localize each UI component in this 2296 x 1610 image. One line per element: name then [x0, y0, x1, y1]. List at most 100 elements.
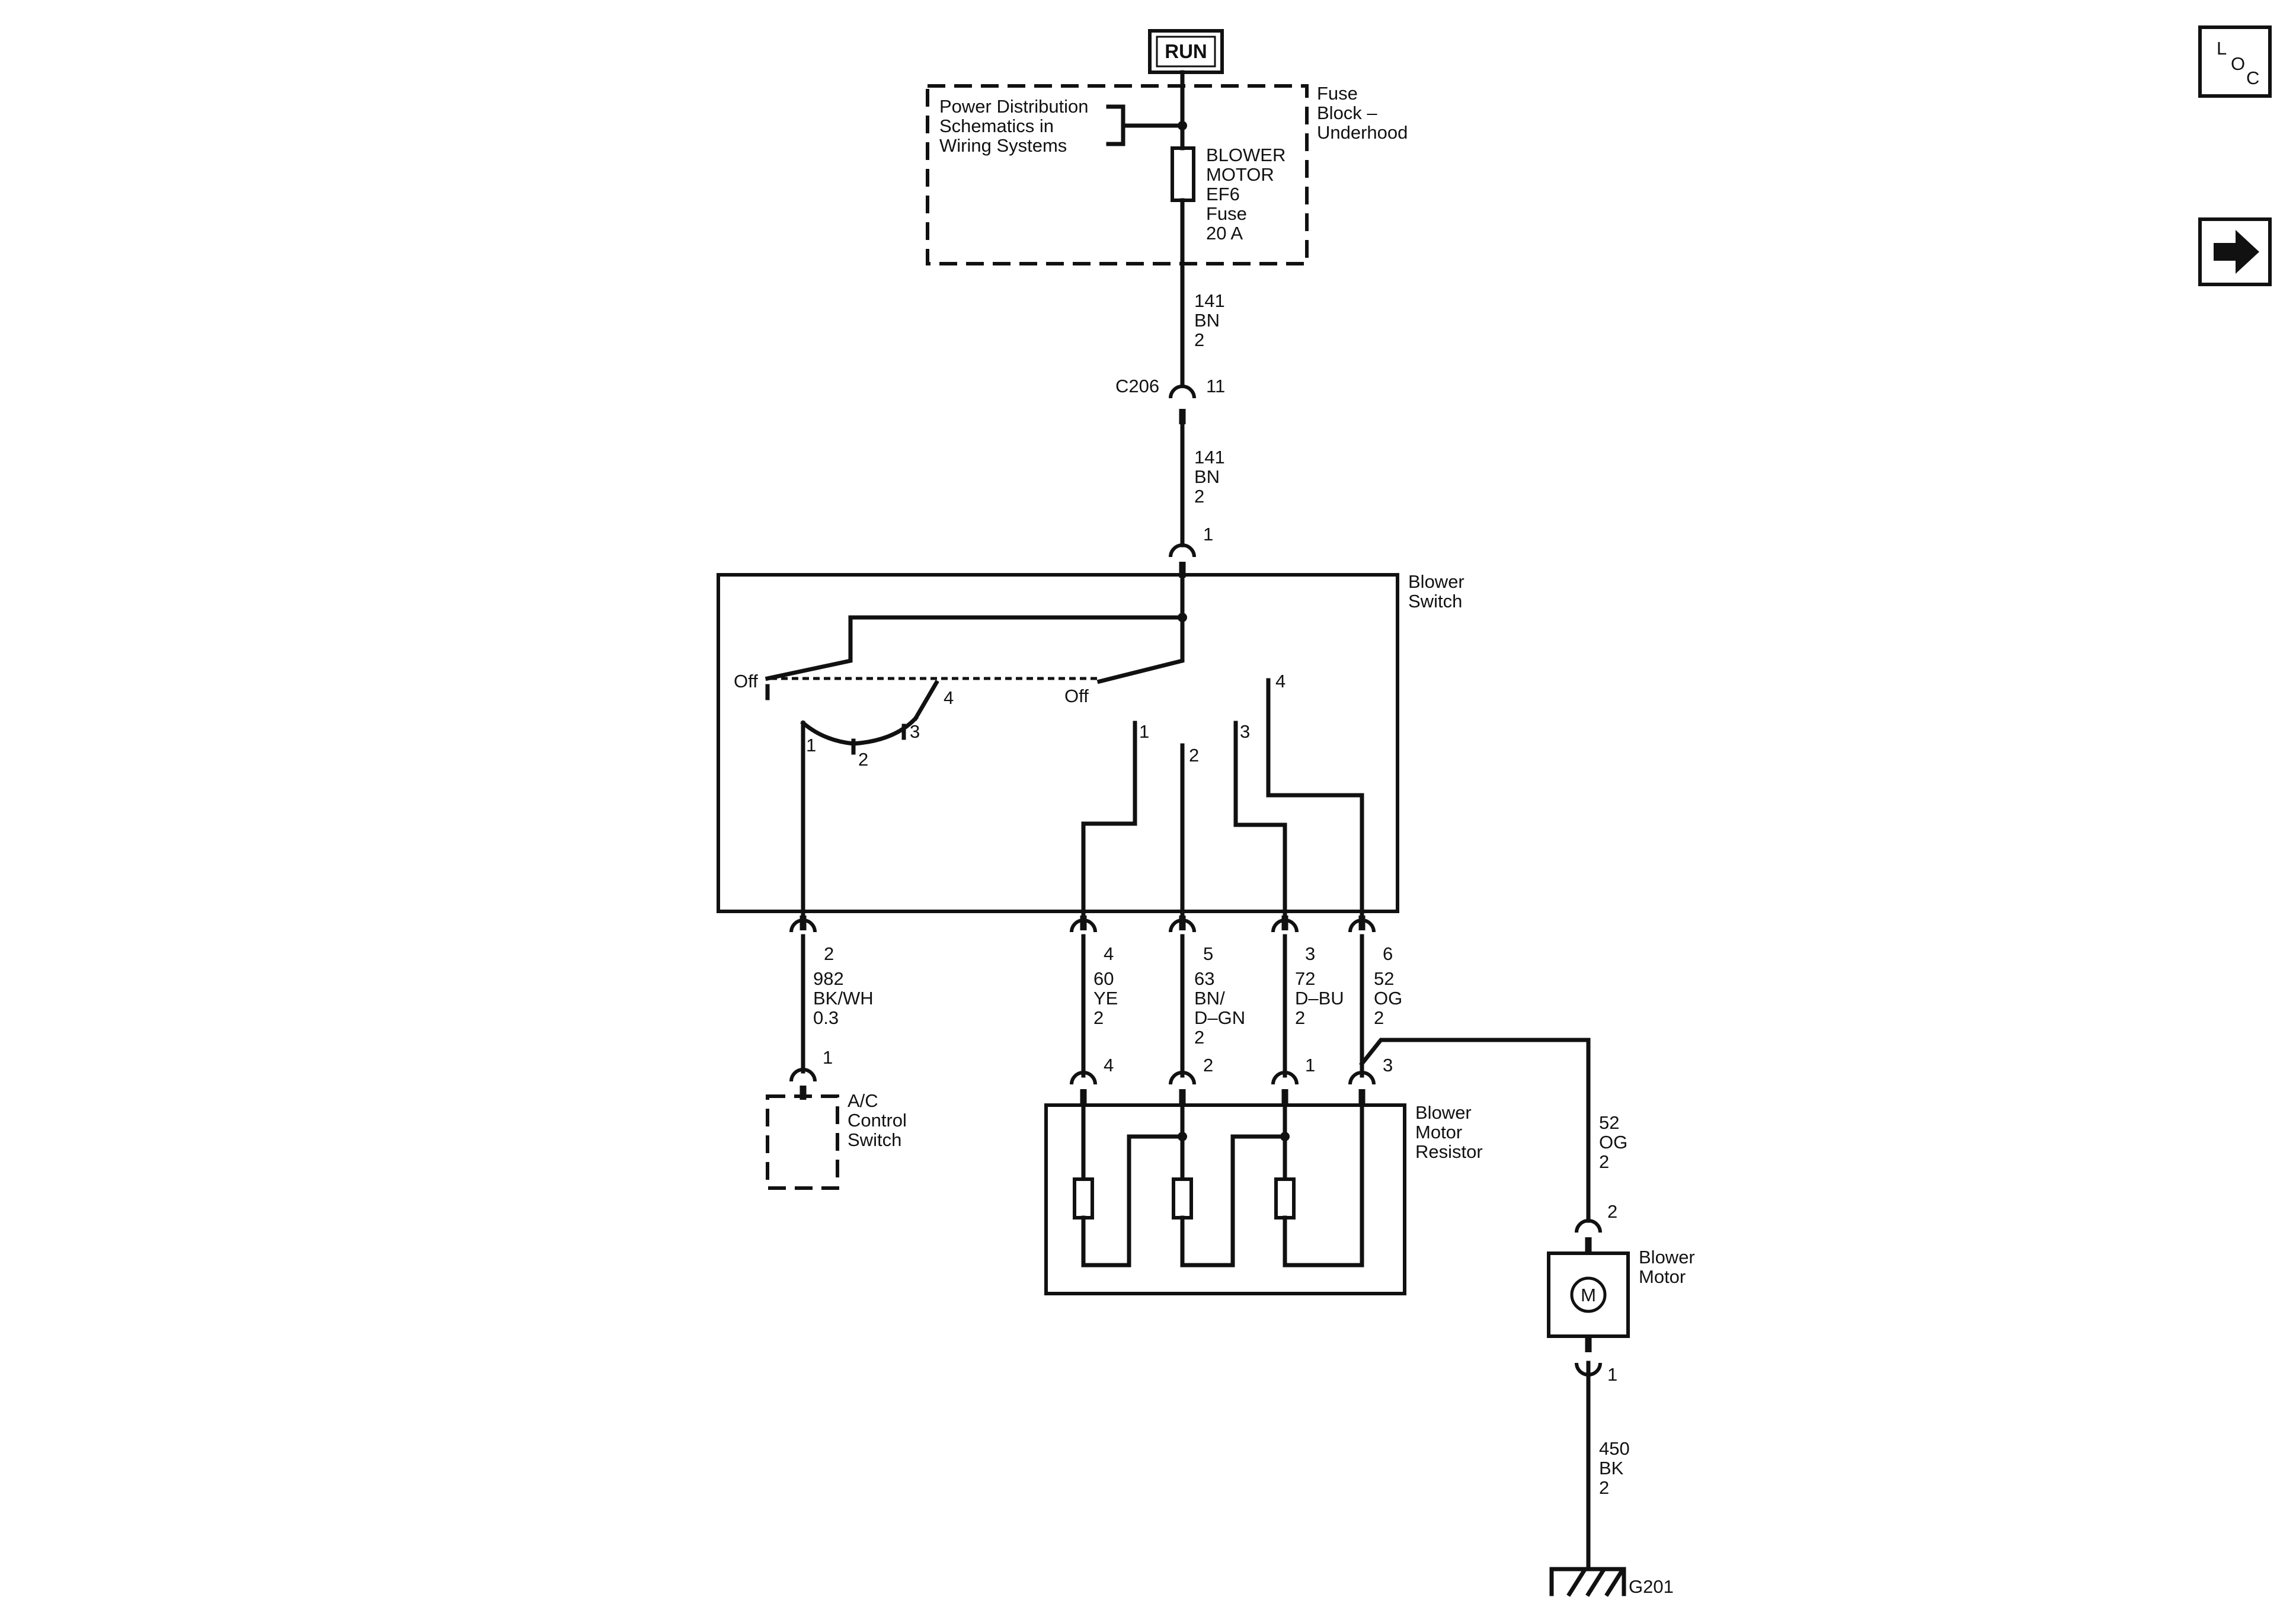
svg-text:3: 3	[1240, 721, 1250, 742]
svg-text:2: 2	[1374, 1007, 1384, 1028]
fuse-label-2: MOTOR	[1206, 164, 1274, 185]
wire-72-dbu: 72 D–BU 2	[1283, 934, 1344, 1078]
blower-motor-pin-bottom: 1	[1607, 1364, 1617, 1385]
ground-g201: G201	[1549, 1567, 1674, 1597]
wire-450-bk: 450 BK 2	[1586, 1361, 1630, 1571]
svg-text:4: 4	[944, 687, 954, 708]
right-arrow-icon	[2214, 230, 2259, 274]
fuse-ef6-symbol	[1171, 146, 1195, 202]
blower-switch-title-2: Switch	[1408, 591, 1462, 612]
ac-control-switch: 1 A/C Control Switch	[766, 1047, 907, 1190]
ground-name: G201	[1629, 1576, 1674, 1597]
svg-text:2: 2	[858, 749, 868, 770]
svg-text:Motor: Motor	[1639, 1266, 1686, 1287]
resistor-2	[1172, 1177, 1193, 1219]
svg-text:2: 2	[1599, 1477, 1609, 1498]
motor-icon	[1570, 1276, 1607, 1313]
svg-text:OG: OG	[1599, 1132, 1627, 1153]
svg-text:BN/: BN/	[1194, 988, 1225, 1009]
svg-text:2: 2	[1189, 745, 1199, 766]
svg-text:1: 1	[1139, 721, 1149, 742]
blower-switch: Blower Switch 1 Off Off 1 2 3 4 1 2	[717, 524, 1464, 918]
power-ref-line-2: Schematics in	[939, 116, 1054, 136]
svg-text:2: 2	[1203, 1055, 1213, 1076]
wire-63-bn-dgn: 63 BN/ D–GN 2	[1180, 934, 1245, 1078]
svg-text:3: 3	[1305, 943, 1315, 964]
switch-output-pins: 2 4 5 3 6	[789, 916, 1393, 964]
loc-letter-c: C	[2246, 68, 2259, 88]
off-label-right: Off	[1064, 686, 1089, 706]
c206-pin: 11	[1206, 376, 1225, 396]
svg-text:450: 450	[1599, 1438, 1630, 1459]
svg-text:BK/WH: BK/WH	[813, 988, 874, 1009]
svg-text:2: 2	[1599, 1151, 1609, 1172]
svg-text:1: 1	[806, 735, 816, 756]
blower-motor-resistor: Blower Motor Resistor 4 2 1 3	[1044, 1055, 1483, 1295]
svg-text:6: 6	[1383, 943, 1393, 964]
svg-text:Blower: Blower	[1415, 1102, 1472, 1123]
svg-text:D–GN: D–GN	[1194, 1007, 1245, 1028]
right-arrow-button[interactable]	[2198, 217, 2272, 286]
wire-982-bk-wh: 982 BK/WH 0.3	[801, 934, 874, 1074]
power-ref-line-3: Wiring Systems	[939, 135, 1067, 156]
fuse-label-4: Fuse	[1206, 203, 1247, 224]
svg-text:Control: Control	[848, 1110, 907, 1131]
loc-letter-o: O	[2231, 53, 2245, 74]
ac-switch-pin: 1	[823, 1047, 833, 1068]
svg-text:2: 2	[1194, 329, 1204, 350]
power-ref-line-1: Power Distribution	[939, 96, 1089, 117]
wire-52-og: 52 OG 2	[1359, 934, 1591, 1223]
svg-text:Motor: Motor	[1415, 1122, 1462, 1142]
svg-text:2: 2	[1194, 486, 1204, 507]
fuse-label-1: BLOWER	[1206, 145, 1285, 165]
svg-text:4: 4	[1275, 671, 1285, 692]
svg-text:2: 2	[1194, 1027, 1204, 1048]
switch-input-pin: 1	[1203, 524, 1213, 545]
svg-text:Switch: Switch	[848, 1129, 901, 1150]
svg-text:141: 141	[1194, 290, 1225, 311]
svg-text:2: 2	[1093, 1007, 1104, 1028]
svg-text:3: 3	[910, 721, 920, 742]
blower-motor: 2 M Blower Motor 1	[1547, 1201, 1695, 1385]
c206-name: C206	[1115, 376, 1159, 396]
svg-text:63: 63	[1194, 968, 1214, 989]
svg-text:BN: BN	[1194, 466, 1220, 487]
svg-text:0.3: 0.3	[813, 1007, 839, 1028]
motor-symbol: M	[1581, 1285, 1596, 1305]
fuse-block-title-2: Block –	[1317, 103, 1377, 123]
svg-text:A/C: A/C	[848, 1090, 878, 1111]
svg-text:BK: BK	[1599, 1458, 1624, 1478]
svg-text:4: 4	[1104, 943, 1114, 964]
svg-text:60: 60	[1093, 968, 1114, 989]
svg-text:Blower: Blower	[1639, 1247, 1695, 1267]
wire-60-ye: 60 YE 2	[1081, 934, 1118, 1078]
svg-text:2: 2	[824, 943, 834, 964]
svg-text:4: 4	[1104, 1055, 1114, 1076]
run-power-source: RUN	[1148, 29, 1224, 74]
svg-text:BN: BN	[1194, 310, 1220, 331]
svg-text:5: 5	[1203, 943, 1213, 964]
svg-text:141: 141	[1194, 447, 1225, 468]
blower-switch-title-1: Blower	[1408, 571, 1464, 592]
connector-c206: C206 11	[1115, 376, 1225, 424]
svg-text:2: 2	[1295, 1007, 1305, 1028]
svg-text:52: 52	[1374, 968, 1394, 989]
blower-motor-pin-top: 2	[1607, 1201, 1617, 1222]
fuse-label-3: EF6	[1206, 184, 1240, 204]
svg-text:YE: YE	[1093, 988, 1118, 1009]
fuse-block-title-3: Underhood	[1317, 122, 1408, 143]
run-label: RUN	[1165, 40, 1207, 62]
svg-text:52: 52	[1599, 1112, 1619, 1133]
wire-141-bn-upper: 141 BN 2	[1194, 290, 1225, 350]
svg-text:982: 982	[813, 968, 844, 989]
ground-icon	[1549, 1567, 1626, 1596]
loc-button[interactable]: L O C	[2198, 25, 2272, 98]
fuse-block-title-1: Fuse	[1317, 83, 1358, 104]
fuse-label-5: 20 A	[1206, 223, 1243, 244]
svg-text:1: 1	[1305, 1055, 1315, 1076]
wire-52-og-motor-feed: 52 OG 2	[1599, 1112, 1627, 1172]
svg-text:D–BU: D–BU	[1295, 988, 1344, 1009]
loc-letter-l: L	[2217, 38, 2227, 59]
fuse-block-underhood: Fuse Block – Underhood Power Distributio…	[926, 83, 1408, 265]
